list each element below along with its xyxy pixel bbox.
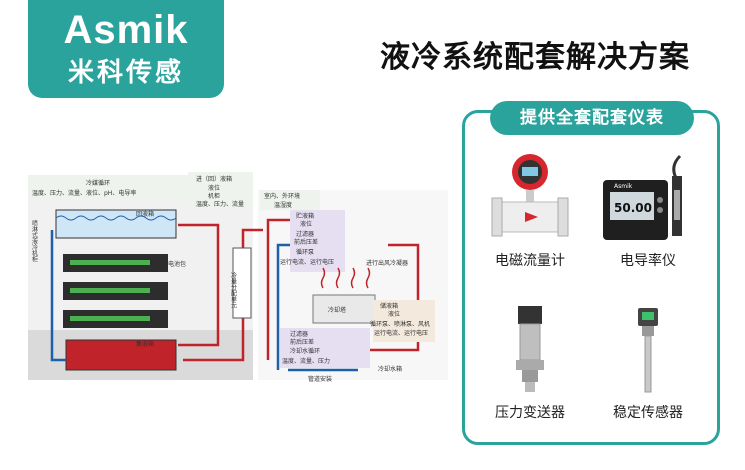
pipe-note: 管道安装: [308, 375, 332, 383]
temp-humidity-label: 温湿度: [274, 201, 292, 209]
logo-brand-text: Asmik: [63, 8, 189, 52]
pressure-transmitter-icon: [470, 302, 590, 398]
temperature-sensor-icon: [588, 302, 708, 398]
makeup-box: [373, 300, 435, 342]
circ-pump-label: 循环泵: [296, 248, 314, 256]
filter2-box: [280, 328, 370, 368]
heat-waves: [320, 267, 371, 289]
product-flowmeter[interactable]: 电磁流量计: [470, 150, 590, 270]
cooling-loop-label: 冷媒循环: [86, 179, 110, 187]
electromagnetic-flowmeter-icon: [470, 150, 590, 246]
cooling-loop-box: [28, 175, 193, 201]
machine-cabinet-label: 机柜: [208, 192, 220, 200]
return-box-label: 集液箱: [136, 340, 154, 348]
loop-pump-params: 运行电流、运行电压: [374, 329, 428, 337]
reservoir-label: 贮液箱: [296, 212, 314, 220]
top-coolant-tank: [55, 209, 177, 239]
filter-diff: 前后压差: [294, 238, 318, 246]
return-tank: [65, 339, 177, 371]
makeup-tank-label: 储液箱: [380, 302, 398, 310]
meter-brand: Asmik: [614, 183, 633, 190]
fan-label: 进行出风冷凝器: [366, 259, 408, 267]
cdu-unit: [232, 247, 252, 319]
product-conductivity-meter[interactable]: 50.00 Asmik 电导率仪: [588, 150, 708, 270]
page-title: 液冷系统配套解决方案: [380, 40, 690, 75]
makeup-level-label: 液位: [388, 310, 400, 318]
loop-pump-label: 循环泵、喷淋泵、风机: [370, 320, 430, 328]
instrument-panel: [462, 110, 720, 445]
filter2-label: 过滤器: [290, 330, 308, 338]
coolant-tank-label: 回液箱: [136, 210, 154, 218]
product-label: 稳定传感器: [613, 405, 683, 421]
indoor-outdoor-label: 室内、外环境: [264, 192, 300, 200]
product-pressure-transmitter[interactable]: 压力变送器: [470, 302, 590, 422]
filter2-diff: 前后压差: [290, 338, 314, 346]
pump-params-label: 运行电流、运行电压: [280, 258, 334, 266]
reservoir-level: 液位: [300, 220, 312, 228]
filter-label: 过滤器: [296, 230, 314, 238]
cooling-water-label: 冷却水循环: [290, 347, 320, 355]
power-box-label: 电池包: [168, 260, 186, 268]
drain-note: 冷却水箱: [378, 365, 402, 373]
inlet-level-label: 液位: [208, 184, 220, 192]
inlet-box: [188, 172, 253, 208]
reservoir-box: [290, 210, 345, 272]
product-label: 电磁流量计: [495, 253, 565, 269]
inlet-return-label: 进（回）液箱: [196, 175, 232, 183]
product-label: 压力变送器: [495, 405, 565, 421]
cdu-label: 冷量分配单元: [230, 271, 237, 309]
cooling-tower: [312, 294, 376, 324]
server-blades: [63, 254, 168, 328]
cabinet-params-label: 温度、压力、流量: [196, 200, 244, 208]
cooling-tower-label: 冷却塔: [328, 306, 346, 314]
diagram-svg: 冷媒循环 温度、压力、流量、液位、pH、电导率 进（回）液箱 液位 机柜 温度、…: [28, 172, 448, 383]
meter-display-value: 50.00: [614, 201, 652, 215]
brand-logo: Asmik 米科传感: [28, 0, 224, 98]
side-cabinet-label: 喷淋式液冷机柜: [31, 219, 38, 263]
panel-title: 提供全套配套仪表: [490, 101, 694, 135]
cooling-loop-params: 温度、压力、流量、液位、pH、电导率: [32, 189, 136, 197]
conductivity-meter-icon: 50.00 Asmik: [588, 150, 708, 246]
product-temperature-sensor[interactable]: 稳定传感器: [588, 302, 708, 422]
cooling-water-params: 温度、流量、压力: [282, 357, 330, 365]
env-box: [260, 190, 320, 210]
tank-wave: [55, 215, 177, 221]
liquid-cooling-diagram: 冷媒循环 温度、压力、流量、液位、pH、电导率 进（回）液箱 液位 机柜 温度、…: [28, 170, 448, 386]
logo-chinese-name: 米科传感: [67, 58, 184, 88]
product-label: 电导率仪: [620, 253, 676, 269]
